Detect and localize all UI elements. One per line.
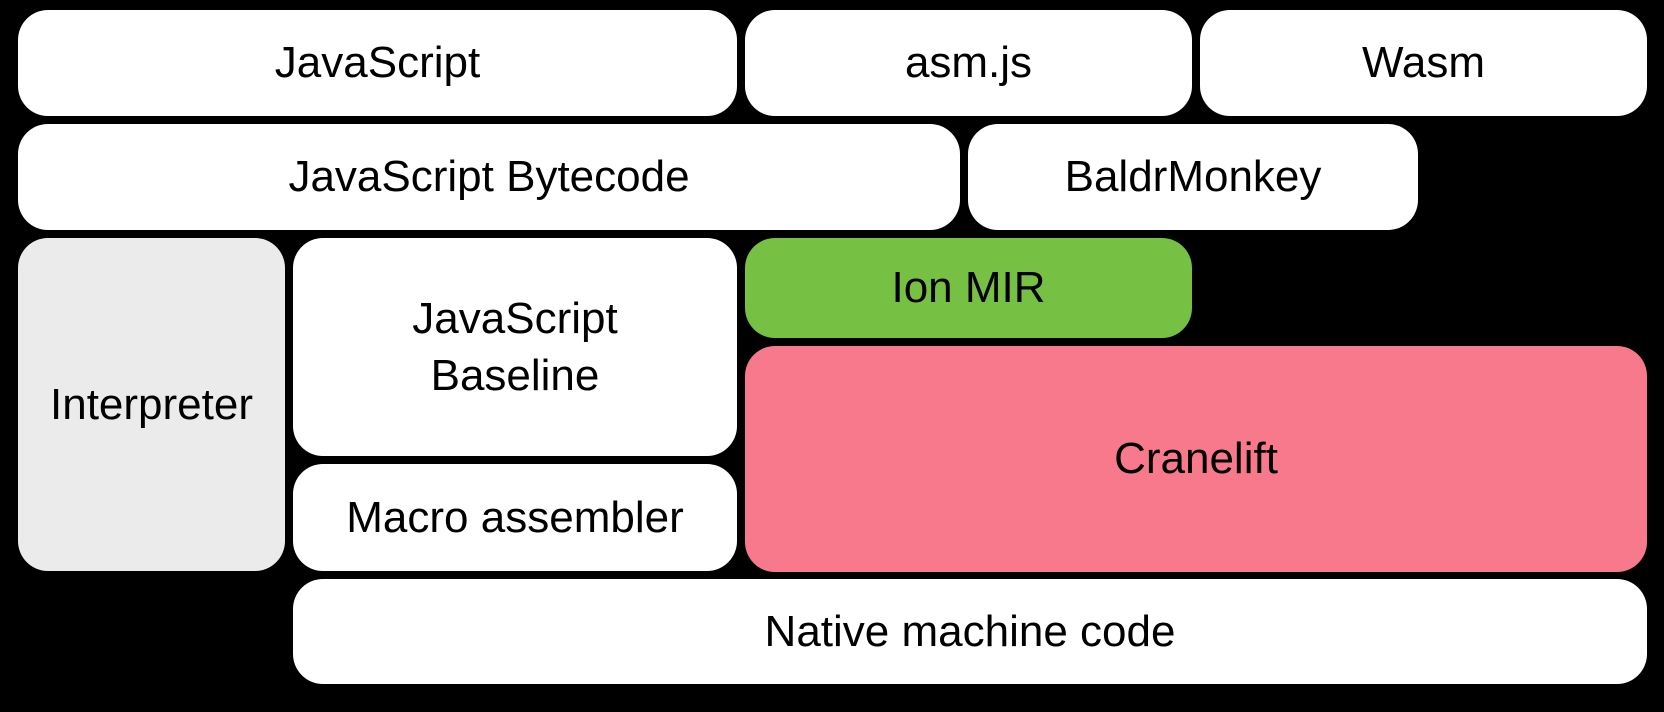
box-baldrmonkey-label: BaldrMonkey bbox=[1064, 152, 1322, 202]
box-javascript-baseline-label: JavaScript Baseline bbox=[412, 293, 618, 400]
box-ion-mir-label: Ion MIR bbox=[891, 263, 1046, 313]
box-asmjs: asm.js bbox=[745, 10, 1192, 116]
box-asmjs-label: asm.js bbox=[904, 38, 1033, 88]
box-interpreter-label: Interpreter bbox=[50, 379, 253, 429]
box-baldrmonkey: BaldrMonkey bbox=[968, 124, 1418, 230]
box-interpreter: Interpreter bbox=[18, 238, 285, 571]
box-javascript-bytecode-label: JavaScript Bytecode bbox=[288, 152, 690, 202]
box-javascript: JavaScript bbox=[18, 10, 737, 116]
box-javascript-baseline: JavaScript Baseline bbox=[293, 238, 737, 456]
box-native-machine-code-label: Native machine code bbox=[764, 606, 1176, 656]
box-javascript-label: JavaScript bbox=[274, 38, 481, 88]
box-javascript-bytecode: JavaScript Bytecode bbox=[18, 124, 960, 230]
box-ion-mir: Ion MIR bbox=[745, 238, 1192, 338]
box-native-machine-code: Native machine code bbox=[293, 579, 1647, 684]
box-macro-assembler-label: Macro assembler bbox=[346, 492, 684, 542]
box-cranelift: Cranelift bbox=[745, 346, 1647, 572]
box-wasm: Wasm bbox=[1200, 10, 1647, 116]
box-wasm-label: Wasm bbox=[1361, 38, 1486, 88]
box-macro-assembler: Macro assembler bbox=[293, 464, 737, 571]
box-cranelift-label: Cranelift bbox=[1114, 434, 1278, 484]
